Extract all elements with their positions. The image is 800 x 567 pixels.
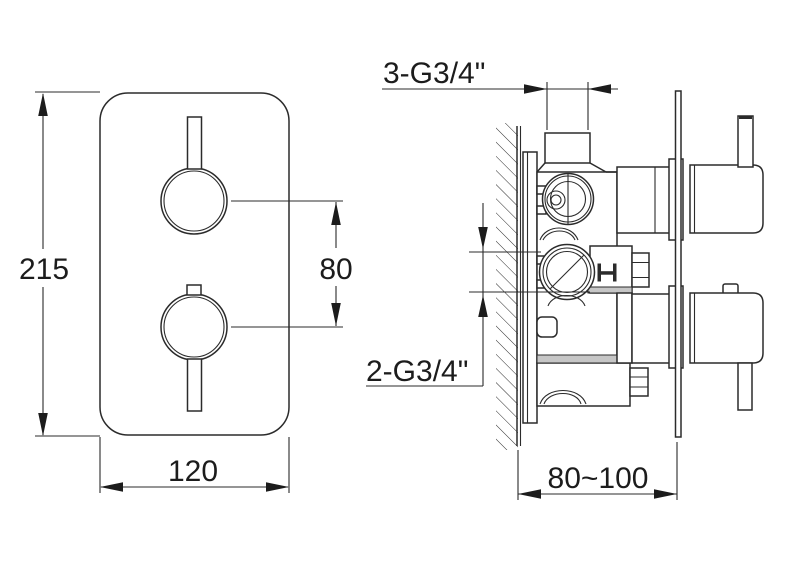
hex-fitting-lower bbox=[629, 367, 649, 397]
upper-port-circle bbox=[541, 172, 595, 226]
cartridge-screw-symbol bbox=[597, 263, 617, 282]
front-plate bbox=[99, 92, 290, 436]
side-bottom-knob-pin bbox=[737, 362, 753, 411]
side-ports-dim-label: 2-G3/4" bbox=[366, 355, 468, 388]
front-bottom-knob-button bbox=[186, 284, 202, 296]
side-bottom-knob bbox=[689, 283, 764, 411]
saddle-upper bbox=[539, 227, 579, 241]
front-height-dimension: 215 bbox=[19, 91, 100, 437]
rail-upper bbox=[587, 286, 633, 294]
side-top-knob bbox=[689, 115, 764, 234]
wall-section bbox=[496, 123, 522, 450]
front-view: 215 80 120 bbox=[19, 91, 353, 493]
saddle-lower bbox=[547, 294, 586, 307]
front-handle-spacing-dimension: 80 bbox=[231, 200, 353, 328]
front-width-dim-label: 120 bbox=[168, 455, 218, 488]
top-ports-dim-label: 3-G3/4" bbox=[383, 57, 485, 90]
top-stem bbox=[616, 166, 672, 234]
front-top-knob-handle bbox=[186, 116, 203, 170]
top-ports-dimension: 3-G3/4" bbox=[382, 57, 618, 130]
trim-plate bbox=[674, 90, 682, 438]
side-top-knob-pin bbox=[737, 115, 754, 168]
side-stub bbox=[536, 316, 558, 338]
side-ports-dimension: 2-G3/4" bbox=[366, 203, 590, 388]
hex-fitting-upper bbox=[631, 252, 650, 288]
install-depth-dimension: 80~100 bbox=[517, 442, 678, 500]
install-depth-dim-label: 80~100 bbox=[548, 462, 649, 495]
lower-port-circle bbox=[538, 243, 596, 301]
front-handle-spacing-dim-label: 80 bbox=[319, 253, 352, 286]
front-top-knob bbox=[160, 116, 228, 235]
wall-hatching bbox=[496, 123, 518, 450]
cartridge-housing bbox=[589, 245, 650, 294]
front-bottom-knob-handle bbox=[186, 358, 203, 412]
side-view: 3-G3/4" 2-G3/4" 80~100 bbox=[366, 57, 764, 500]
front-height-dim-label: 215 bbox=[19, 253, 69, 286]
mounting-bracket bbox=[522, 151, 538, 424]
top-port bbox=[536, 132, 617, 173]
bottom-stem bbox=[631, 293, 672, 364]
valve-body bbox=[536, 132, 650, 407]
front-width-dimension: 120 bbox=[99, 437, 290, 493]
front-bottom-knob bbox=[160, 284, 228, 412]
